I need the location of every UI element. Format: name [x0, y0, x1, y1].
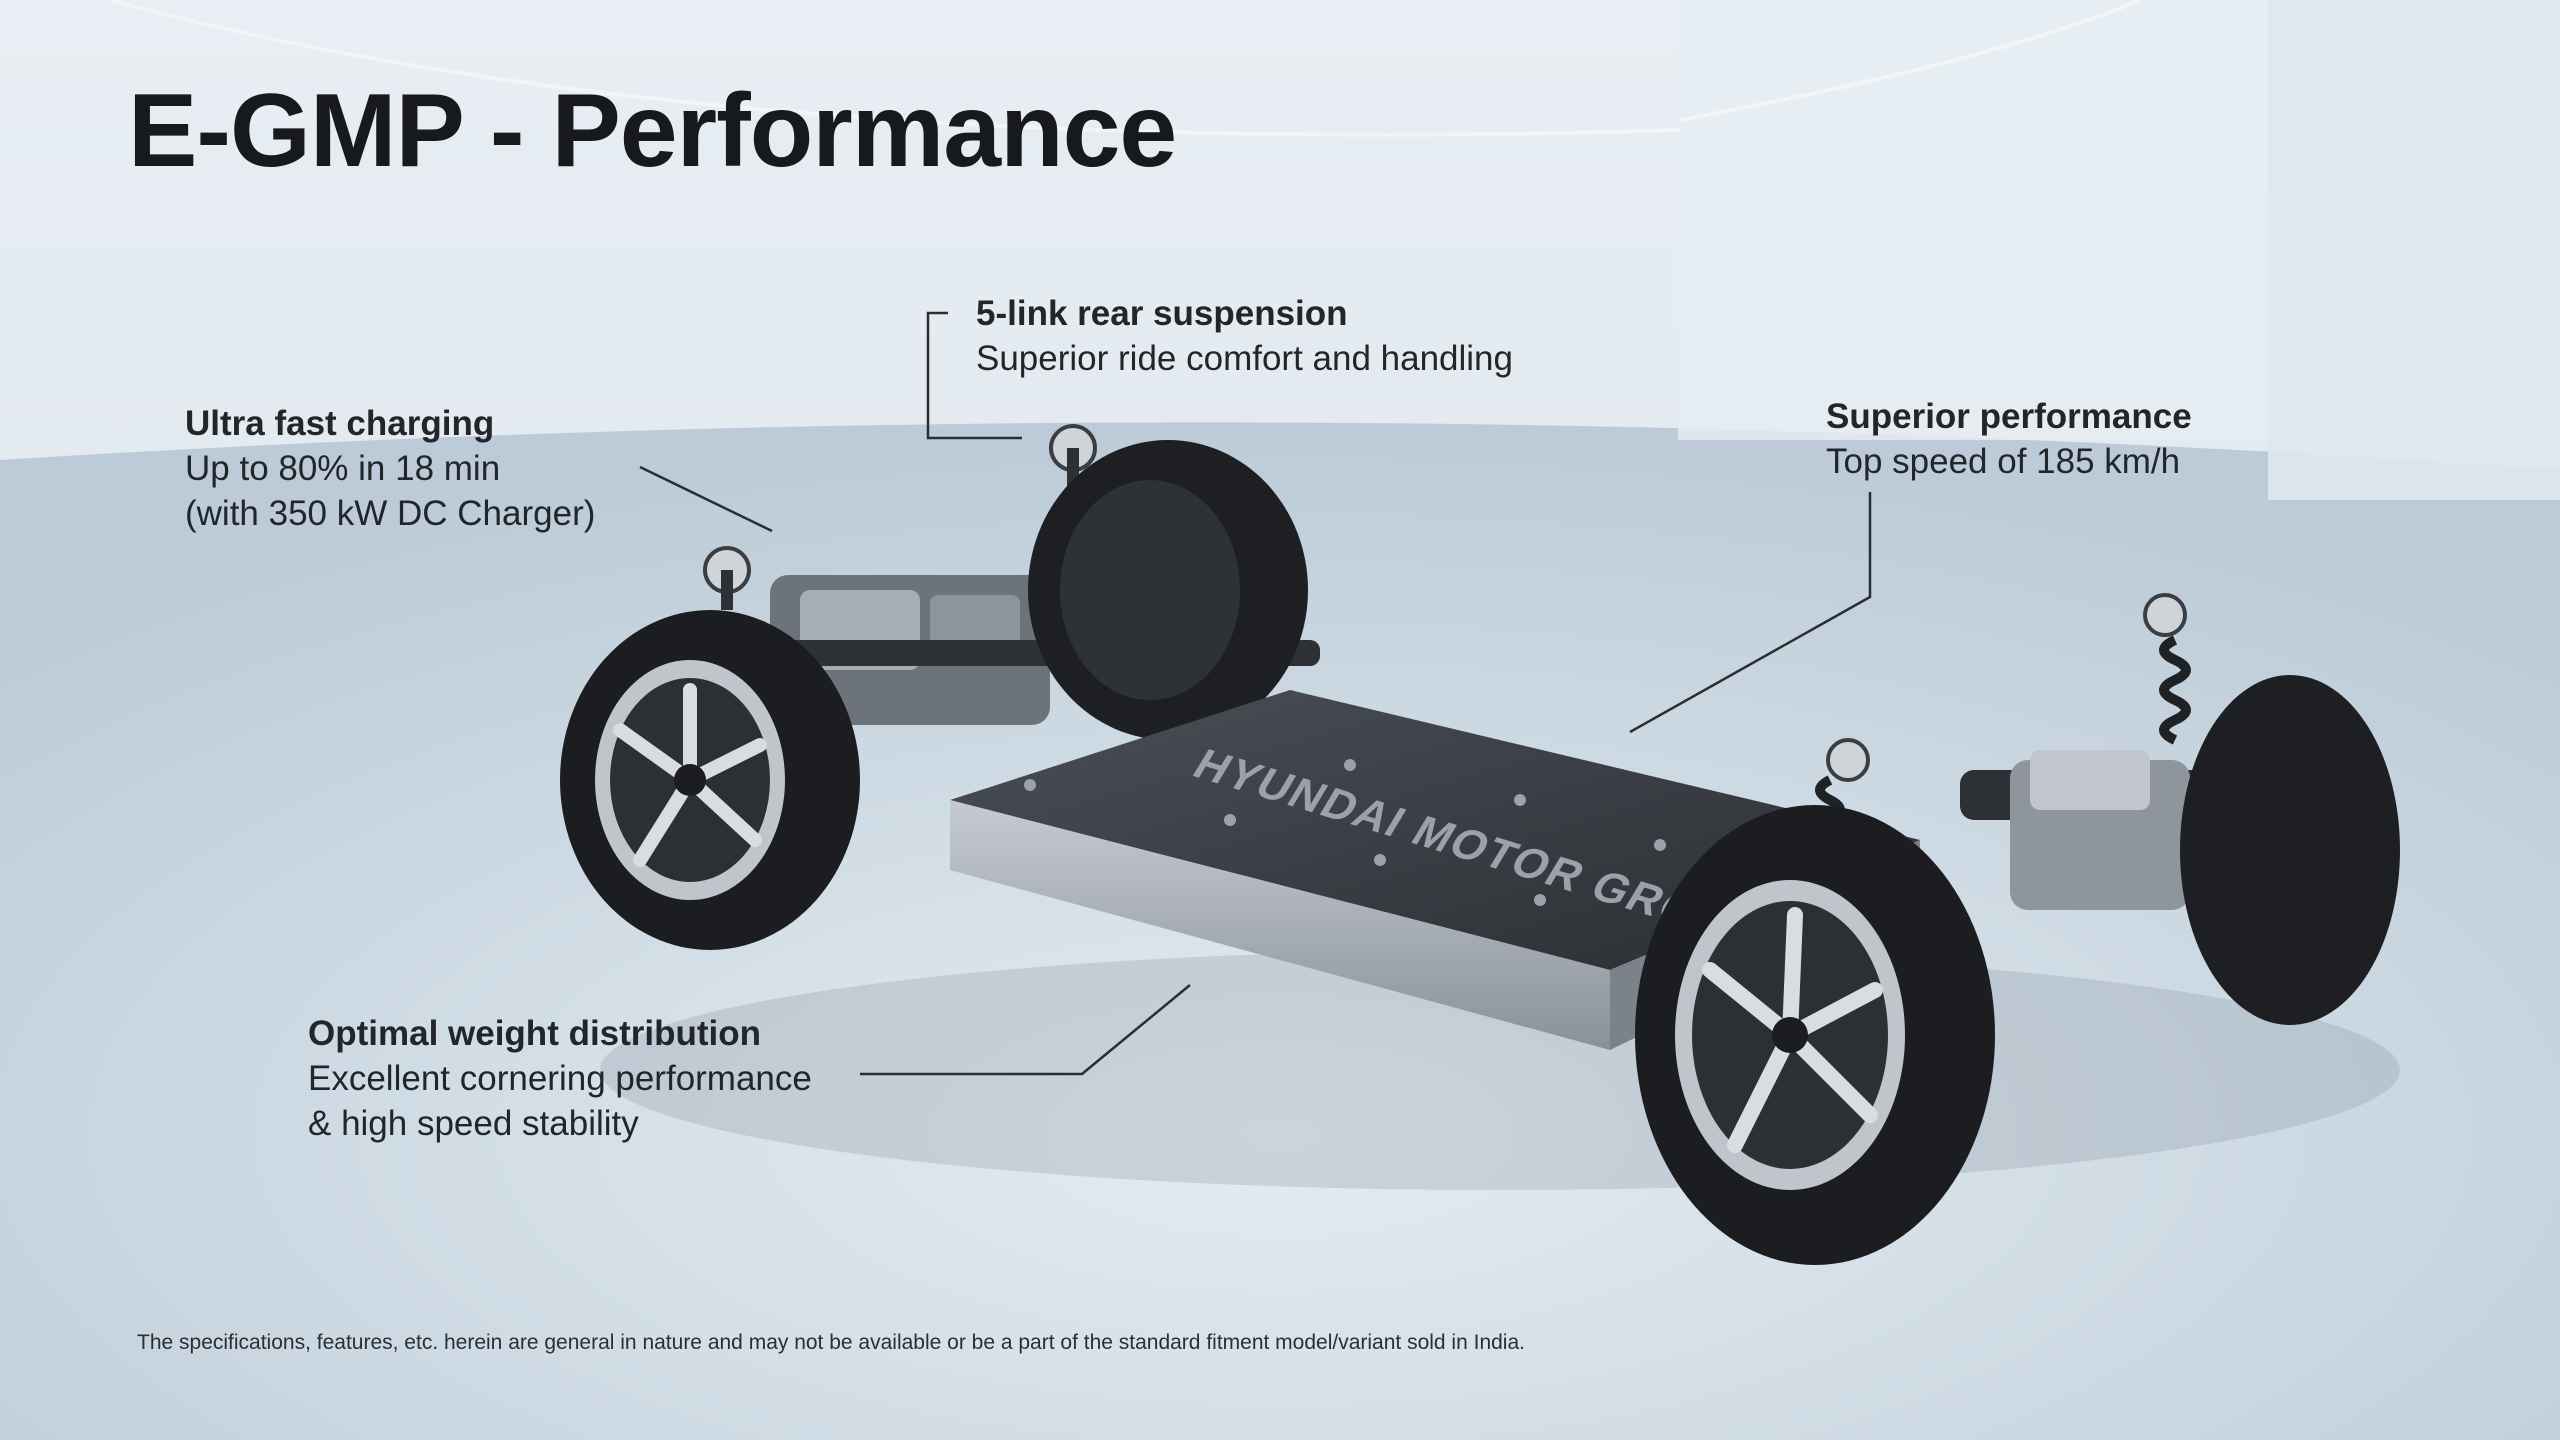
disclaimer-text: The specifications, features, etc. herei…: [137, 1331, 1525, 1354]
callout-text: Superior ride comfort and handling: [976, 339, 1513, 378]
callout-text: Top speed of 185 km/h: [1826, 442, 2181, 481]
front-motor-assembly: [1960, 750, 2340, 910]
callout-heading: Superior performance: [1826, 397, 2192, 436]
callout-text: Excellent cornering performance: [308, 1059, 812, 1098]
callout-heading: 5-link rear suspension: [976, 294, 1348, 333]
front-right-wheel: [2180, 675, 2400, 1025]
callout-weight-distribution: Optimal weight distribution Excellent co…: [308, 1011, 812, 1146]
callout-ultra-fast-charging: Ultra fast charging Up to 80% in 18 min …: [185, 401, 595, 536]
rear-left-wheel: [560, 610, 860, 950]
callout-leader-lines: [639, 311, 1872, 1076]
callout-superior-performance: Superior performance Top speed of 185 km…: [1826, 394, 2192, 484]
callout-heading: Optimal weight distribution: [308, 1014, 762, 1053]
callout-text: (with 350 kW DC Charger): [185, 494, 596, 533]
rear-right-wheel: [1028, 440, 1308, 740]
callout-text: & high speed stability: [308, 1104, 639, 1143]
page-title: E-GMP - Performance: [128, 73, 1177, 189]
callout-heading: Ultra fast charging: [185, 404, 495, 443]
callout-rear-suspension: 5-link rear suspension Superior ride com…: [976, 291, 1513, 381]
front-left-wheel: [1635, 805, 1995, 1265]
callout-text: Up to 80% in 18 min: [185, 449, 501, 488]
rear-suspension-mounts: [703, 424, 1097, 610]
